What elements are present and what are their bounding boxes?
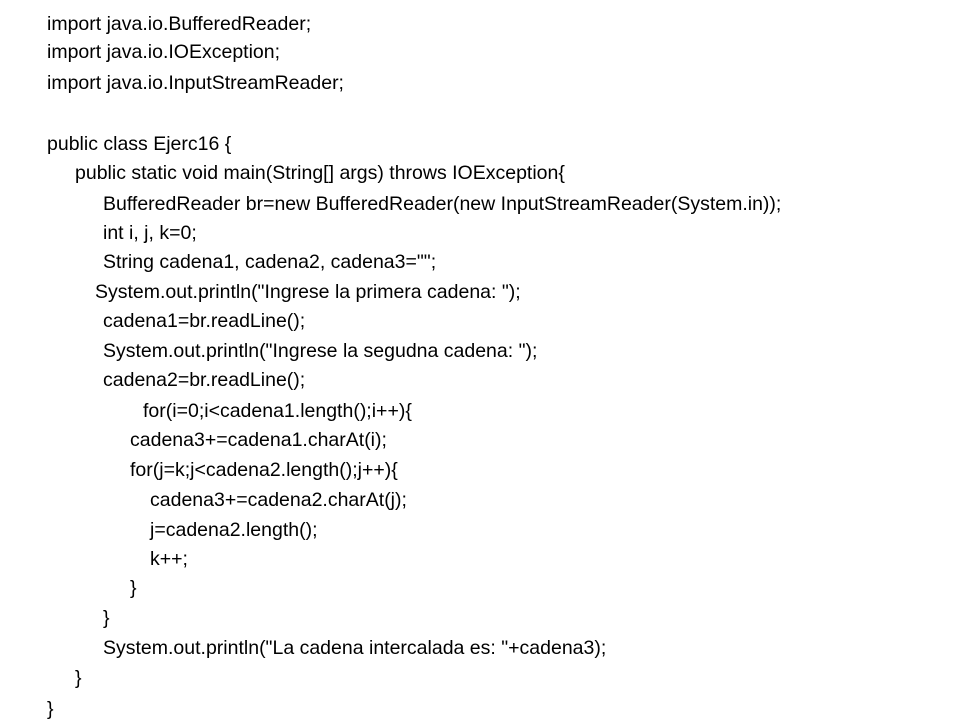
code-line: j=cadena2.length(); [150,519,318,541]
code-line: } [47,698,54,720]
code-line: public class Ejerc16 { [47,133,232,155]
code-line: } [103,607,110,629]
code-line: public static void main(String[] args) t… [75,162,565,184]
code-line: BufferedReader br=new BufferedReader(new… [103,193,782,215]
code-line: cadena2=br.readLine(); [103,369,306,391]
code-line: import java.io.IOException; [47,41,281,63]
code-line: cadena3+=cadena1.charAt(i); [130,429,387,451]
code-line: cadena1=br.readLine(); [103,310,306,332]
code-line: } [130,577,137,599]
code-line: String cadena1, cadena2, cadena3=""; [103,251,437,273]
code-line: k++; [150,548,188,570]
code-line: for(j=k;j<cadena2.length();j++){ [130,459,398,481]
code-line: import java.io.BufferedReader; [47,13,312,35]
code-line: System.out.println("La cadena intercalad… [103,637,607,659]
code-line: System.out.println("Ingrese la segudna c… [103,340,538,362]
code-line: cadena3+=cadena2.charAt(j); [150,489,407,511]
code-line: int i, j, k=0; [103,222,197,244]
code-line: System.out.println("Ingrese la primera c… [95,281,521,303]
code-line: for(i=0;i<cadena1.length();i++){ [143,400,412,422]
code-line: import java.io.InputStreamReader; [47,72,344,94]
code-line: } [75,667,82,689]
